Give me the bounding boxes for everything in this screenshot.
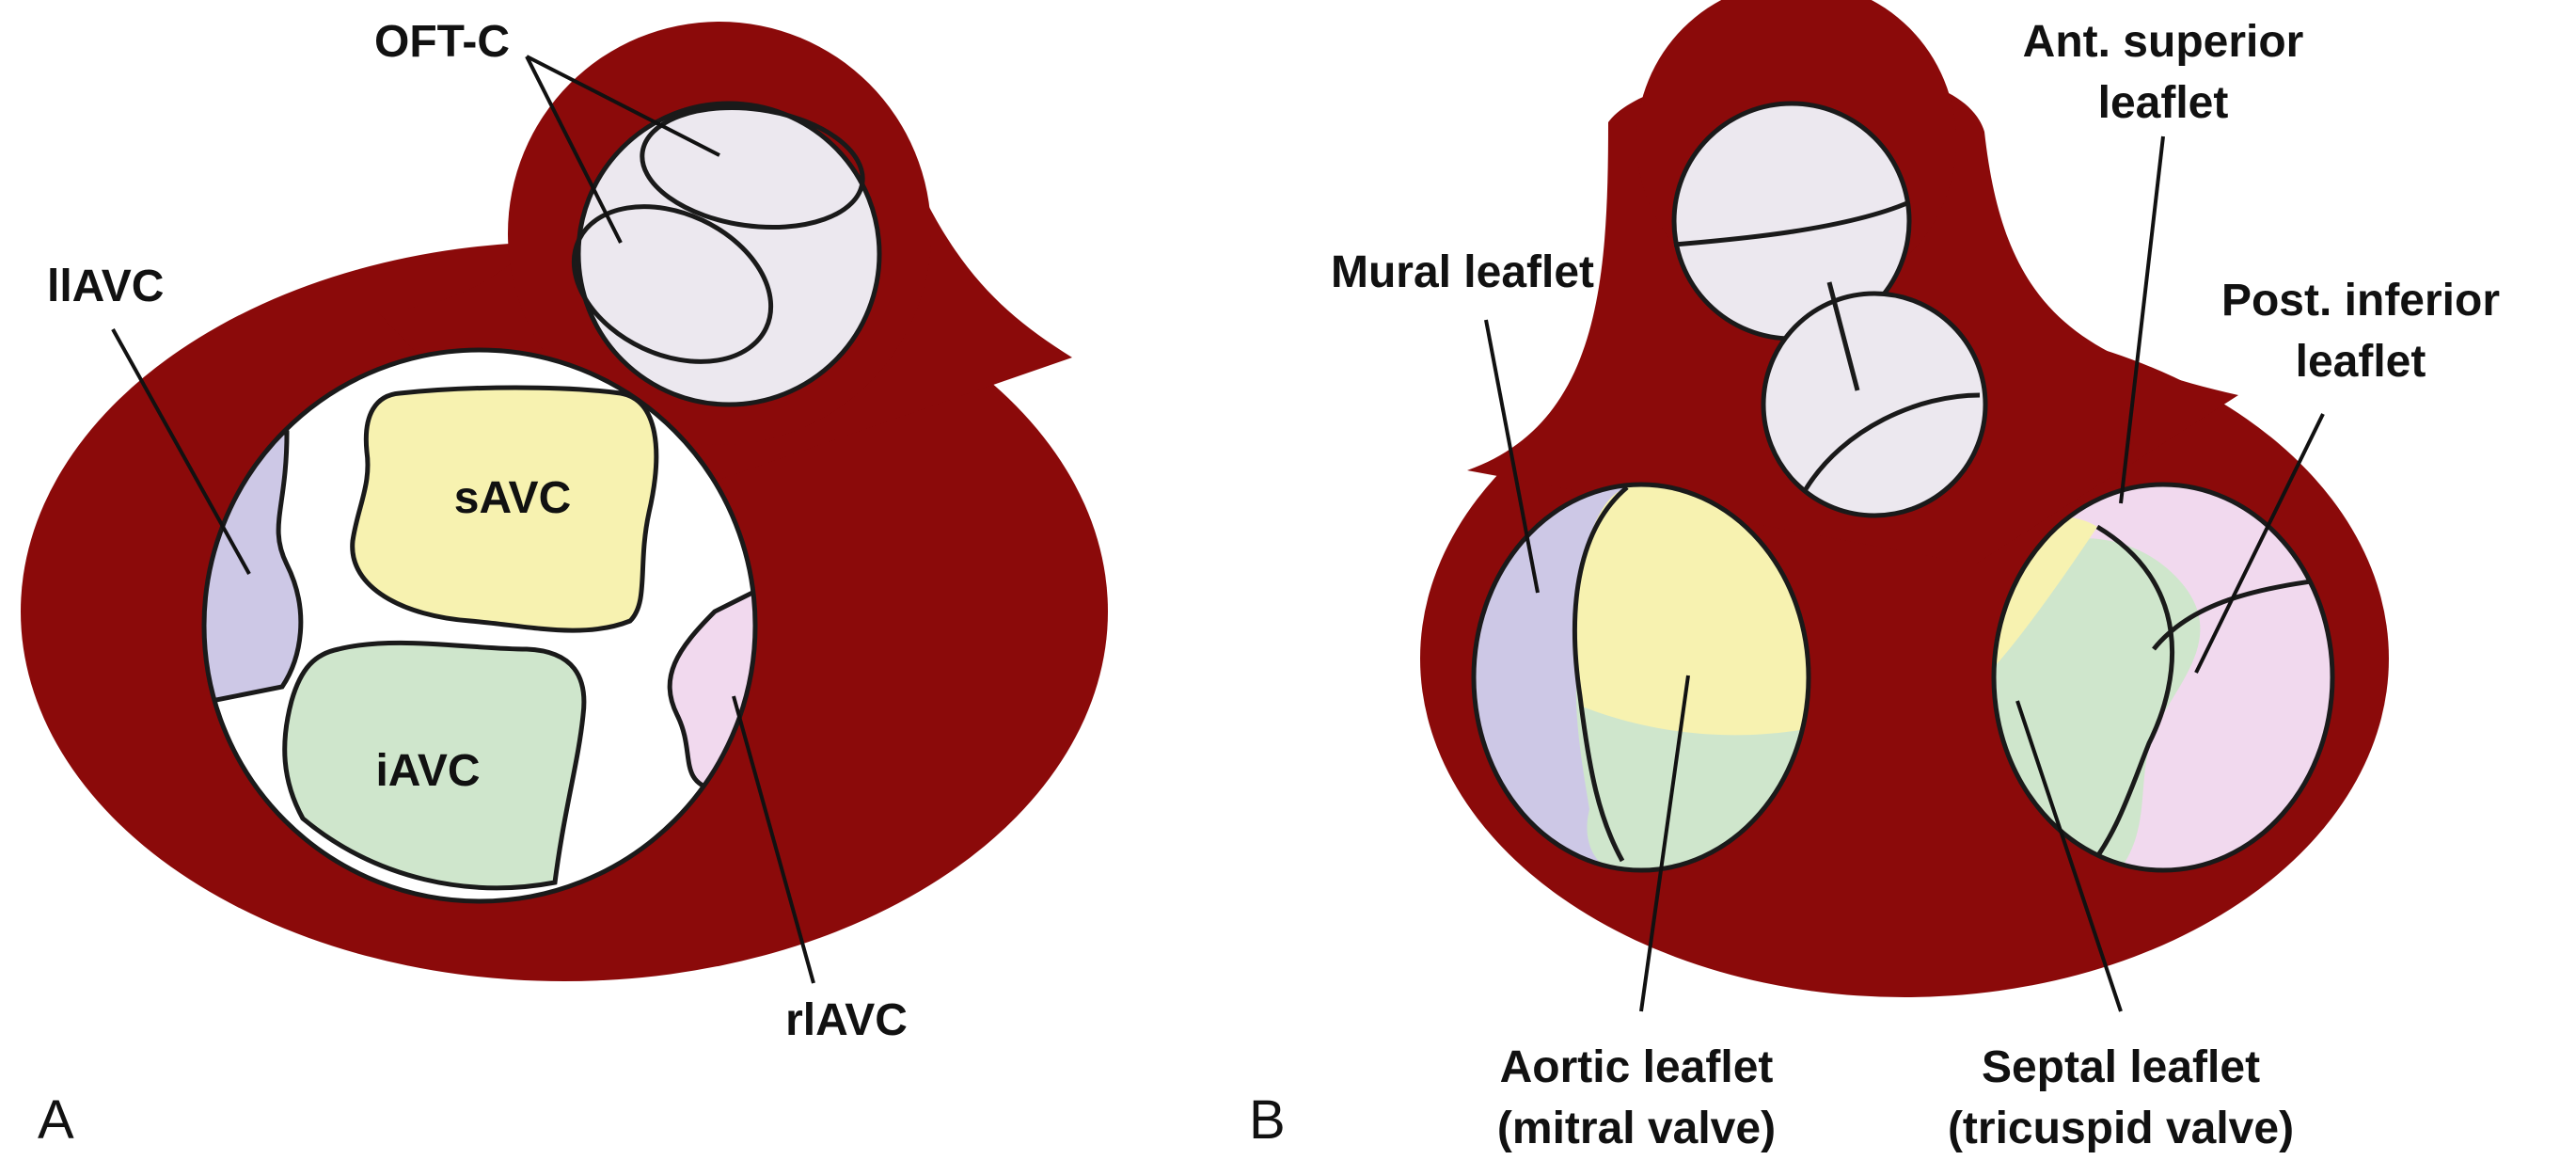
label-aortic-leaflet-line1: Aortic leaflet (1500, 1042, 1774, 1092)
panel-letter-a: A (38, 1089, 74, 1151)
pulmonary-outflow-ring (1761, 291, 1988, 518)
av-canal (201, 347, 758, 904)
label-septal-leaflet-line2: (tricuspid valve) (1948, 1104, 2294, 1153)
outflow-tract-valves (1671, 101, 1988, 518)
panel-a: OFT-C llAVC sAVC iAVC rlAVC A (21, 17, 1108, 1151)
septal-leaflet (1994, 538, 2201, 870)
label-rlavc: rlAVC (785, 995, 908, 1045)
label-septal-leaflet-line1: Septal leaflet (1982, 1042, 2260, 1092)
tricuspid-valve (1991, 482, 2335, 873)
label-oft-c: OFT-C (374, 17, 510, 67)
superior-cushion (350, 385, 659, 633)
label-post-inferior-line2: leaflet (2296, 337, 2426, 387)
label-llavc: llAVC (47, 262, 164, 311)
inferior-cushion (282, 640, 587, 891)
label-ant-superior-line2: leaflet (2098, 78, 2229, 128)
panel-b: Ant. superior leaflet Mural leaflet Post… (1249, 0, 2500, 1153)
outflow-tract-cushions (571, 101, 882, 407)
panel-letter-b: B (1249, 1089, 1286, 1151)
label-post-inferior-line1: Post. inferior (2221, 276, 2500, 326)
label-ant-superior-line1: Ant. superior (2023, 17, 2304, 67)
left-lateral-cushion (204, 430, 304, 719)
label-mural-leaflet: Mural leaflet (1331, 247, 1594, 297)
label-iavc: iAVC (375, 746, 480, 796)
label-aortic-leaflet-line2: (mitral valve) (1497, 1104, 1776, 1153)
label-savc: sAVC (454, 473, 571, 523)
panel-a-leader-lines (111, 55, 815, 984)
panel-b-leader-lines (1484, 135, 2325, 1012)
